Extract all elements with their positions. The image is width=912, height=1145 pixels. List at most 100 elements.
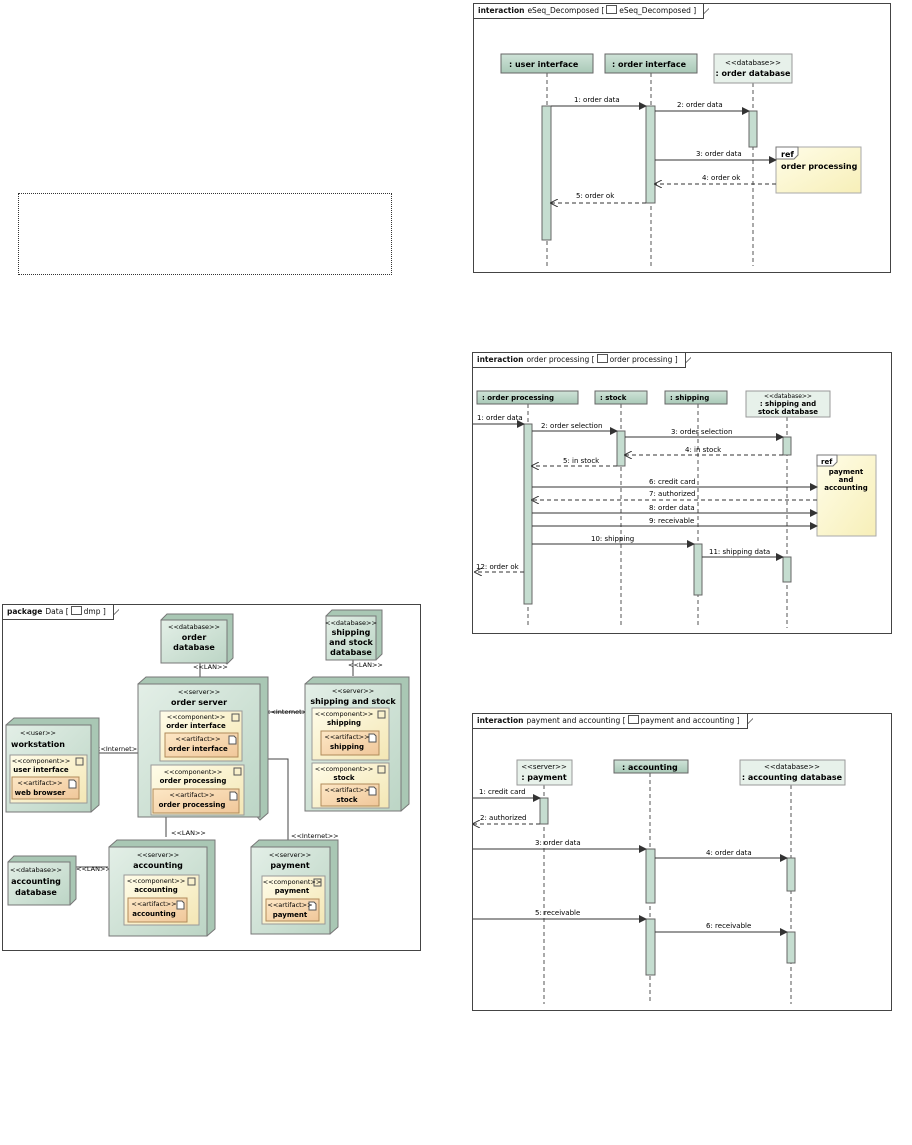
link-label-lan: <<LAN>>	[171, 829, 206, 837]
lifeline-shipping-stock-db	[745, 390, 831, 418]
lifeline-stock-label: : stock	[600, 394, 627, 402]
activation-bar	[748, 110, 758, 148]
activation-bar	[786, 857, 796, 892]
artifact-stereotype: <<artifact>>	[267, 901, 312, 909]
node-name-line3: database	[330, 648, 372, 657]
message-label: 4: order data	[706, 849, 752, 857]
lifeline-stock	[594, 390, 648, 405]
component-name: user interface	[13, 766, 69, 774]
artifact-name: shipping	[330, 743, 364, 751]
frame-name: eSeq_Decomposed	[527, 6, 599, 15]
node-shipping-stock-database: <<database>> shipping and stock database	[325, 609, 383, 661]
frame-keyword: interaction	[477, 716, 524, 725]
message-label: 1: credit card	[479, 788, 526, 796]
lifeline-user-interface-label: : user interface	[509, 60, 579, 69]
node-name: workstation	[11, 740, 65, 749]
activation-bar	[782, 556, 792, 583]
node-name-line1: accounting	[11, 877, 61, 886]
link-label-internet: <<Internet>>	[95, 745, 143, 753]
component-stereotype: <<component>>	[164, 768, 223, 776]
node-order-server: <<server>> order server <<component>> or…	[137, 676, 269, 821]
seq1-svg: : user interface : order interface <<dat…	[500, 53, 862, 266]
artifact-name: web browser	[15, 789, 66, 797]
artifact-stereotype: <<artifact>>	[324, 733, 369, 741]
artifact-name: accounting	[132, 910, 176, 918]
node-stereotype: <<database>>	[325, 619, 377, 627]
frame-bracket-name: payment and accounting	[640, 716, 735, 725]
link-label-lan: <<LAN>>	[193, 663, 228, 671]
payment-stereotype: <<server>>	[521, 763, 567, 771]
message-label: 8: order data	[649, 504, 695, 512]
message-label: 5: receivable	[535, 909, 580, 917]
ref-name: order processing	[781, 162, 858, 171]
component-name: shipping	[327, 719, 361, 727]
component-name: payment	[275, 887, 310, 895]
component-icon	[377, 710, 386, 719]
component-stereotype: <<component>>	[127, 877, 186, 885]
node-payment: <<server>> payment <<component>> payment…	[250, 839, 339, 935]
artifact-name: order interface	[168, 745, 228, 753]
accounting-db-label: : accounting database	[742, 773, 843, 782]
node-name: accounting	[133, 861, 183, 870]
node-stereotype: <<database>>	[10, 866, 62, 874]
activation-bar	[645, 105, 656, 204]
node-accounting: <<server>> accounting <<component>> acco…	[108, 839, 216, 937]
order-database-stereotype: <<database>>	[725, 59, 781, 67]
artifact-icon	[176, 900, 185, 910]
frame-bracket-name: eSeq_Decomposed	[619, 6, 691, 15]
activation-bar	[693, 543, 703, 596]
seq2-svg: : order processing : stock : shipping <<…	[473, 390, 877, 628]
node-stereotype: <<server>>	[269, 851, 311, 859]
ref-name-line1: payment	[829, 468, 864, 476]
link-label-internet: <<Internet>>	[265, 708, 313, 716]
artifact-name: stock	[336, 796, 357, 804]
diagram-icon	[596, 354, 608, 363]
artifact-stereotype: <<artifact>>	[324, 786, 369, 794]
activation-bar	[523, 423, 533, 605]
node-stereotype: <<database>>	[168, 623, 220, 631]
artifact-icon	[229, 791, 238, 801]
node-name: order server	[171, 698, 227, 707]
frame-keyword: interaction	[477, 355, 524, 364]
artifact-stereotype: <<artifact>>	[169, 791, 214, 799]
artifact-stereotype: <<artifact>>	[175, 735, 220, 743]
component-icon	[233, 767, 242, 776]
component-name: order processing	[160, 777, 227, 785]
lifeline-order-interface-label: : order interface	[612, 60, 687, 69]
lifeline-order-interface	[604, 53, 698, 74]
component-stereotype: <<component>>	[315, 765, 374, 773]
artifact-payment	[265, 898, 320, 922]
node-name-line2: database	[15, 888, 57, 897]
node-name-line1: order	[182, 633, 207, 642]
component-stereotype: <<component>>	[263, 878, 322, 886]
message-label: 4: order ok	[702, 174, 741, 182]
lifeline-order-processing	[476, 390, 579, 405]
frame-keyword: interaction	[478, 6, 525, 15]
artifact-icon	[368, 733, 377, 743]
component-icon	[187, 877, 196, 886]
message-label: 2: order selection	[541, 422, 602, 430]
accounting-label: : accounting	[622, 763, 678, 772]
ref-payment-and-accounting	[816, 454, 877, 537]
db-label-line1: : shipping and	[760, 400, 816, 408]
diagram-icon	[70, 606, 82, 615]
db-stereotype: <<database>>	[764, 393, 812, 400]
component-name: stock	[333, 774, 354, 782]
message-label: 3: order data	[696, 150, 742, 158]
node-stereotype: <<server>>	[332, 687, 374, 695]
frame-name: Data	[45, 607, 64, 616]
message-label: 2: order data	[677, 101, 723, 109]
frame-keyword: package	[7, 607, 43, 616]
activation-bar	[645, 918, 656, 976]
lifeline-order-processing-label: : order processing	[482, 394, 554, 402]
activation-bar	[539, 797, 549, 825]
message-label: 5: order ok	[576, 192, 615, 200]
node-order-database: <<database>> order database	[160, 613, 234, 665]
lifeline-shipping-label: : shipping	[670, 394, 709, 402]
component-stereotype: <<component>>	[167, 713, 226, 721]
